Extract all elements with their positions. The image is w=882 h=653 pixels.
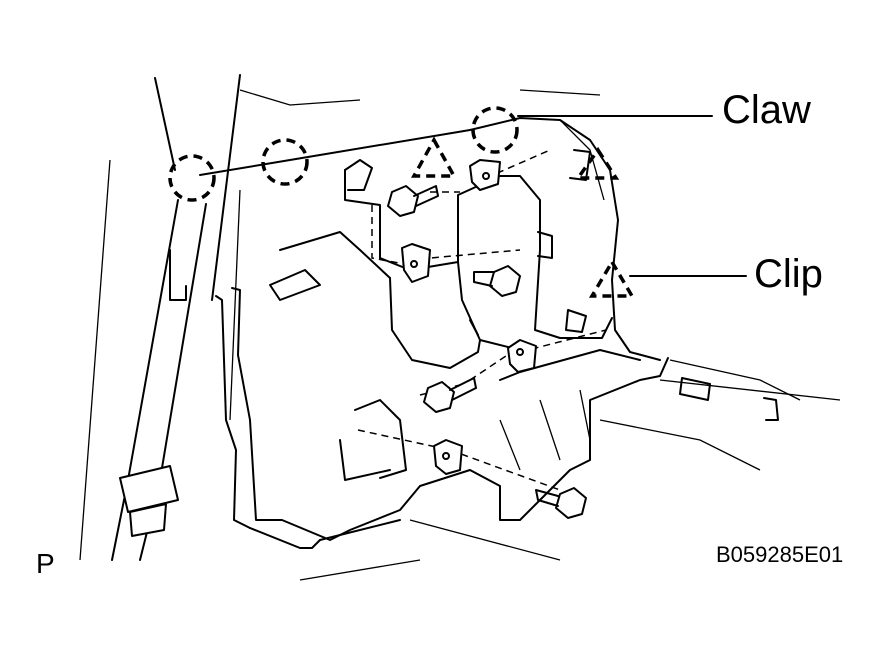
nut-clip-right	[507, 339, 537, 373]
luggage-floor-trim	[299, 359, 841, 581]
clip-markers	[411, 136, 636, 298]
claw-marker-3	[471, 106, 519, 154]
claw-marker-1	[168, 154, 216, 202]
clip-label: Clip	[754, 252, 823, 296]
claw-markers	[168, 106, 519, 202]
view-code-label: P	[36, 548, 55, 579]
claw-label: Claw	[722, 88, 811, 132]
nut-clip-bottom	[433, 439, 463, 475]
bolt-lower-right	[535, 487, 587, 519]
clip-marker-1	[411, 136, 457, 178]
bolt-middle	[473, 265, 521, 297]
leader-lines	[517, 115, 747, 277]
figure-id-label: B059285E01	[716, 542, 844, 567]
seatbelt	[111, 199, 207, 561]
bolt-lower-left	[423, 377, 477, 413]
nut-clip-top	[469, 159, 501, 191]
nut-clip-middle	[401, 243, 431, 283]
claw-marker-2	[261, 138, 309, 186]
roof-trim-edge	[199, 89, 661, 361]
quarter-trim-panel	[215, 149, 669, 549]
bolt-upper	[387, 185, 439, 217]
clip-marker-3	[588, 258, 636, 298]
clip-marker-2	[574, 146, 620, 180]
center-pillar	[79, 74, 241, 561]
